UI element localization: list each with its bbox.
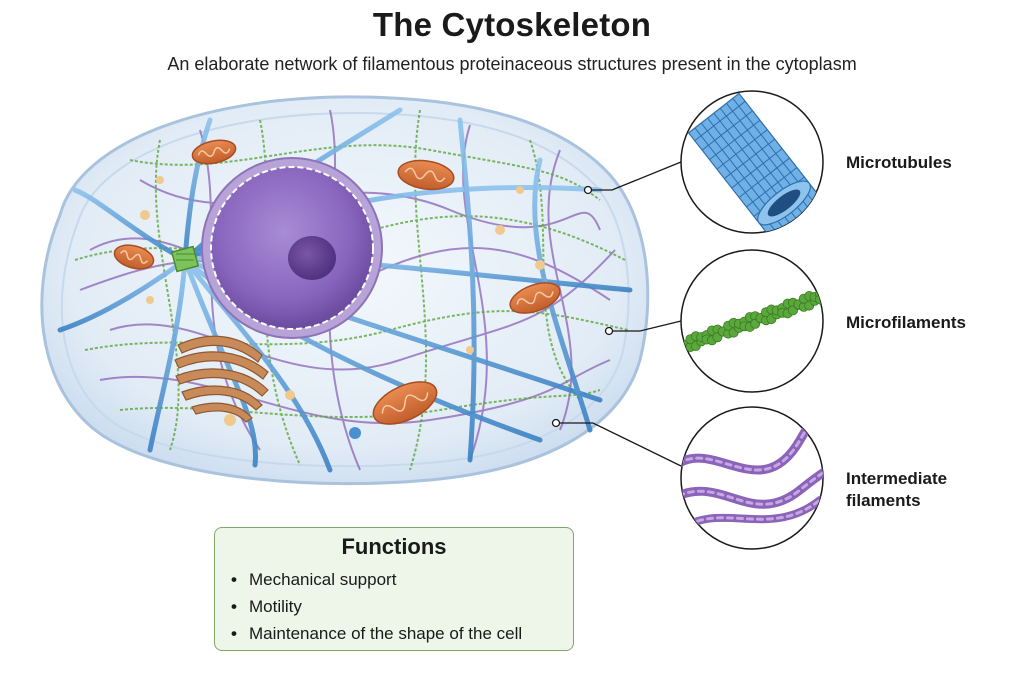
function-item-text: Motility <box>249 597 302 616</box>
label-intermediate-filaments: Intermediate filaments <box>846 468 947 512</box>
function-item-text: Mechanical support <box>249 570 397 589</box>
bullet-icon: • <box>231 624 237 643</box>
functions-box: Functions • Mechanical support • Motility … <box>214 527 574 651</box>
function-item: • Motility <box>231 593 522 620</box>
golgi-apparatus <box>174 335 269 423</box>
zoom-microtubule <box>680 90 824 234</box>
label-microtubules: Microtubules <box>846 153 952 172</box>
callout-dot-microfilaments <box>604 326 614 336</box>
zoom-intermediate-filament <box>680 406 824 550</box>
label-intermediate-line2: filaments <box>846 491 921 510</box>
page-subtitle: An elaborate network of filamentous prot… <box>167 54 857 74</box>
function-item: • Maintenance of the shape of the cell <box>231 620 522 647</box>
mitochondria <box>113 139 561 425</box>
label-intermediate-line1: Intermediate <box>846 469 948 488</box>
centrosome <box>170 245 200 273</box>
nucleus <box>201 157 383 339</box>
zoom-microfilament <box>680 249 824 393</box>
callout-dot-microtubules <box>583 185 593 195</box>
vesicles <box>140 176 545 439</box>
functions-title: Functions <box>341 534 447 559</box>
function-item: • Mechanical support <box>231 566 522 593</box>
nucleolus <box>288 236 336 280</box>
function-item-text: Maintenance of the shape of the cell <box>249 624 523 643</box>
bullet-icon: • <box>231 597 237 616</box>
callout-lines <box>556 161 682 467</box>
callout-dot-intermediate <box>551 418 561 428</box>
page-title: The Cytoskeleton <box>372 6 652 43</box>
label-microfilaments: Microfilaments <box>846 313 966 332</box>
bullet-icon: • <box>231 570 237 589</box>
functions-list: • Mechanical support • Motility • Maintenan… <box>231 566 522 647</box>
